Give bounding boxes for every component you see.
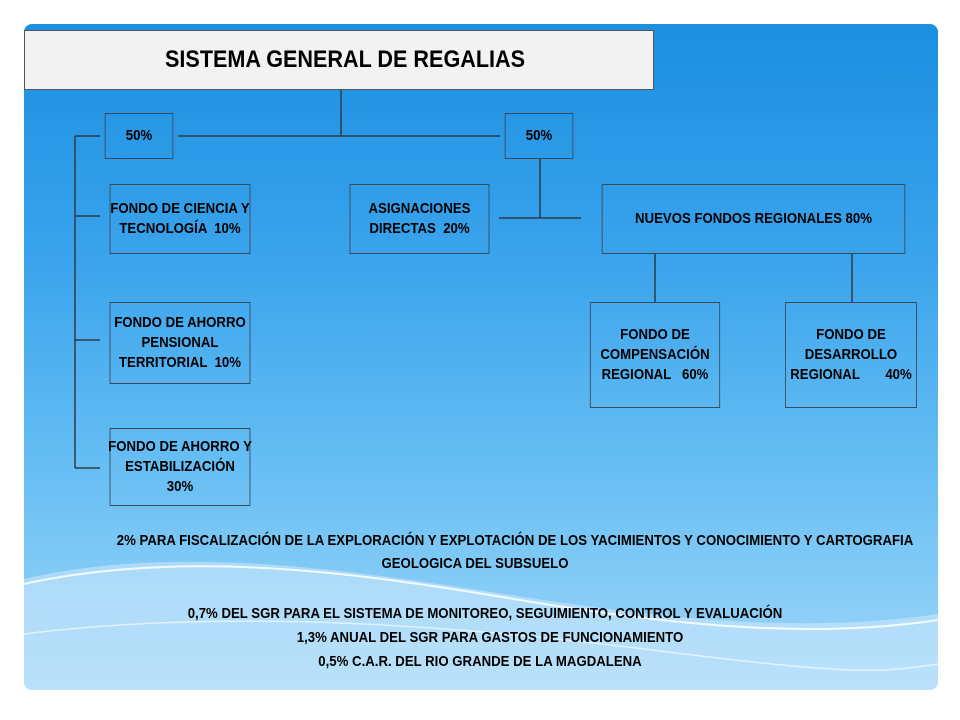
node-label-line: PENSIONAL	[141, 333, 219, 351]
node-label-line: FONDO DE CIENCIA Y	[110, 199, 250, 217]
percent-50-right-node: 50%	[504, 113, 574, 159]
fondo-ciencia-tecnologia-node: FONDO DE CIENCIA Y TECNOLOGÍA 10%	[109, 184, 251, 254]
node-label-line: DESARROLLO	[804, 345, 898, 363]
node-label-line: TECNOLOGÍA 10%	[119, 220, 241, 237]
percent-50-left-node: 50%	[104, 113, 174, 159]
fondo-ahorro-pensional-node: FONDO DE AHORRO PENSIONAL TERRITORIAL 10…	[109, 302, 251, 384]
note-fiscalizacion: 2% PARA FISCALIZACIÓN DE LA EXPLORACIÓN …	[116, 532, 914, 549]
wave-decoration	[24, 561, 938, 690]
node-label-line: REGIONAL 40%	[790, 366, 912, 384]
fondo-compensacion-regional-node: FONDO DE COMPENSACIÓN REGIONAL 60%	[589, 302, 721, 408]
fondo-ahorro-estabilizacion-node: FONDO DE AHORRO Y ESTABILIZACIÓN 30%	[108, 428, 252, 506]
node-label-line: DIRECTAS 20%	[369, 220, 470, 237]
note-magdalena: 0,5% C.A.R. DEL RIO GRANDE DE LA MAGDALE…	[318, 653, 642, 670]
node-label-line: FONDO DE	[620, 325, 690, 343]
percent-50-right-label: 50%	[525, 126, 553, 144]
asignaciones-directas-node: ASIGNACIONES DIRECTAS 20%	[349, 184, 490, 254]
fondo-desarrollo-regional-node: FONDO DE DESARROLLO REGIONAL 40%	[785, 302, 917, 408]
node-label-line: ASIGNACIONES	[368, 199, 471, 217]
title-box: SISTEMA GENERAL DE REGALIAS	[24, 30, 654, 90]
note-monitoreo: 0,7% DEL SGR PARA EL SISTEMA DE MONITORE…	[187, 605, 783, 622]
note-geologica: GEOLOGICA DEL SUBSUELO	[381, 555, 569, 572]
node-label-line: FONDO DE AHORRO Y	[108, 437, 252, 455]
node-label-line: REGIONAL 60%	[601, 366, 709, 384]
node-label-line: COMPENSACIÓN	[600, 345, 710, 363]
node-label-line: FONDO DE AHORRO	[114, 313, 246, 331]
node-label-line: ESTABILIZACIÓN	[125, 457, 235, 475]
percent-50-left-label: 50%	[125, 126, 153, 144]
node-label-line: TERRITORIAL 10%	[118, 354, 241, 372]
diagram-title: SISTEMA GENERAL DE REGALIAS	[165, 46, 526, 73]
node-label-line: NUEVOS FONDOS REGIONALES 80%	[635, 209, 872, 227]
note-funcionamiento: 1,3% ANUAL DEL SGR PARA GASTOS DE FUNCIO…	[296, 629, 684, 646]
node-label-line: FONDO DE	[816, 325, 886, 343]
node-label-line: 30%	[166, 478, 194, 496]
nuevos-fondos-regionales-node: NUEVOS FONDOS REGIONALES 80%	[601, 184, 906, 254]
